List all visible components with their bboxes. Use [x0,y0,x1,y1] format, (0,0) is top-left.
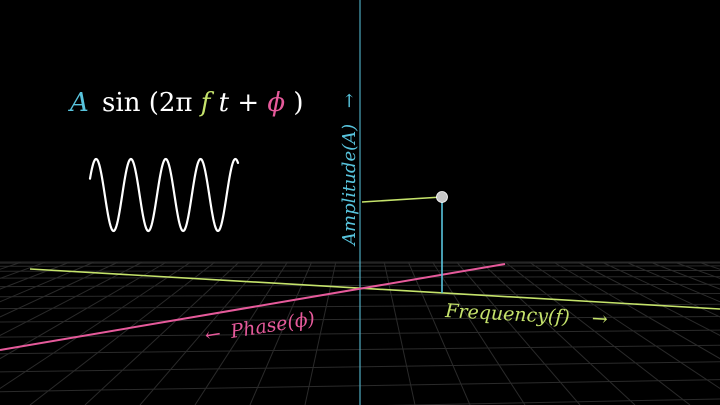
formula-phase-symbol: ϕ [267,88,285,118]
grid-line [383,261,416,405]
grid-line [528,261,720,390]
amplitude-projection-line [361,196,443,203]
grid-line [456,261,581,405]
grid-line [504,261,691,405]
grid-line [649,261,720,290]
phase-arrow-icon: ← [203,323,222,347]
grid-line [625,261,720,303]
sine-wave [88,157,240,233]
grid-line [249,261,313,405]
grid-line [385,398,720,405]
frequency-arrow-icon: → [591,308,608,331]
grid-line [0,261,167,360]
grid-line [29,261,216,405]
formula-frequency-symbol: f [199,88,215,118]
grid-line [194,261,288,405]
formula-sin: sin [102,88,141,118]
amplitude-arrow-icon: → [339,93,360,108]
phase-axis [0,263,506,351]
formula-close: ) [293,88,303,118]
grid-line [0,261,95,303]
grid-line [0,261,119,318]
formula: A sin (2π f t + ϕ ) [68,88,304,118]
frequency-axis-label: Frequency(f) → [444,300,609,331]
grid-line [84,261,240,405]
grid-line [139,261,264,405]
parameter-point [436,191,448,203]
formula-time: t + [219,88,268,118]
grid-line [553,261,720,360]
formula-open: (2π [149,88,193,118]
formula-amplitude-symbol: A [68,88,89,118]
grid-line [577,261,720,337]
frequency-axis [29,268,720,310]
grid-line [0,261,71,290]
grid-line [0,261,143,337]
grid-line [407,261,471,405]
grid-line [601,261,720,318]
grid-line [0,261,192,390]
grid-line [480,261,636,405]
grid-line [432,261,526,405]
phase-axis-label: ← Phase(ϕ) [203,308,316,347]
amplitude-axis-label: Amplitude(A) → [339,93,360,247]
